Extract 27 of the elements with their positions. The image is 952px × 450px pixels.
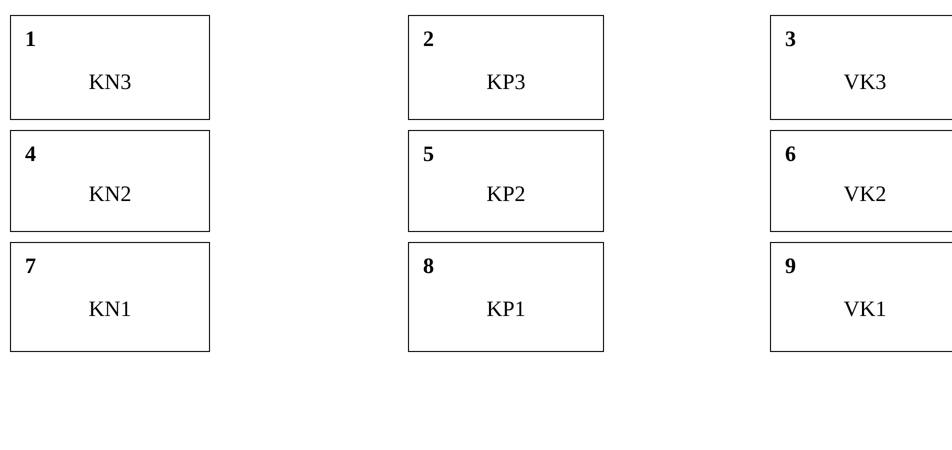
- box-number: 5: [423, 143, 434, 165]
- box-label: KN2: [88, 183, 132, 205]
- box-number: 4: [25, 143, 36, 165]
- box-label: VK3: [842, 71, 888, 93]
- grid-box: [408, 130, 604, 232]
- box-number: 9: [785, 255, 796, 277]
- grid-box: [10, 130, 210, 232]
- box-label: VK1: [842, 298, 888, 320]
- grid-box: [770, 242, 952, 352]
- box-number: 7: [25, 255, 36, 277]
- grid-box: [770, 15, 952, 120]
- box-label: KP1: [485, 298, 527, 320]
- box-number: 8: [423, 255, 434, 277]
- box-label: KP3: [485, 71, 527, 93]
- box-number: 2: [423, 28, 434, 50]
- box-label: KP2: [485, 183, 527, 205]
- box-number: 3: [785, 28, 796, 50]
- box-label: KN3: [88, 71, 132, 93]
- grid-box: [408, 242, 604, 352]
- grid-box: [770, 130, 952, 232]
- grid-box: [10, 242, 210, 352]
- box-number: 6: [785, 143, 796, 165]
- box-label: KN1: [88, 298, 132, 320]
- box-label: VK2: [842, 183, 888, 205]
- grid-box: [10, 15, 210, 120]
- box-number: 1: [25, 28, 36, 50]
- grid-box: [408, 15, 604, 120]
